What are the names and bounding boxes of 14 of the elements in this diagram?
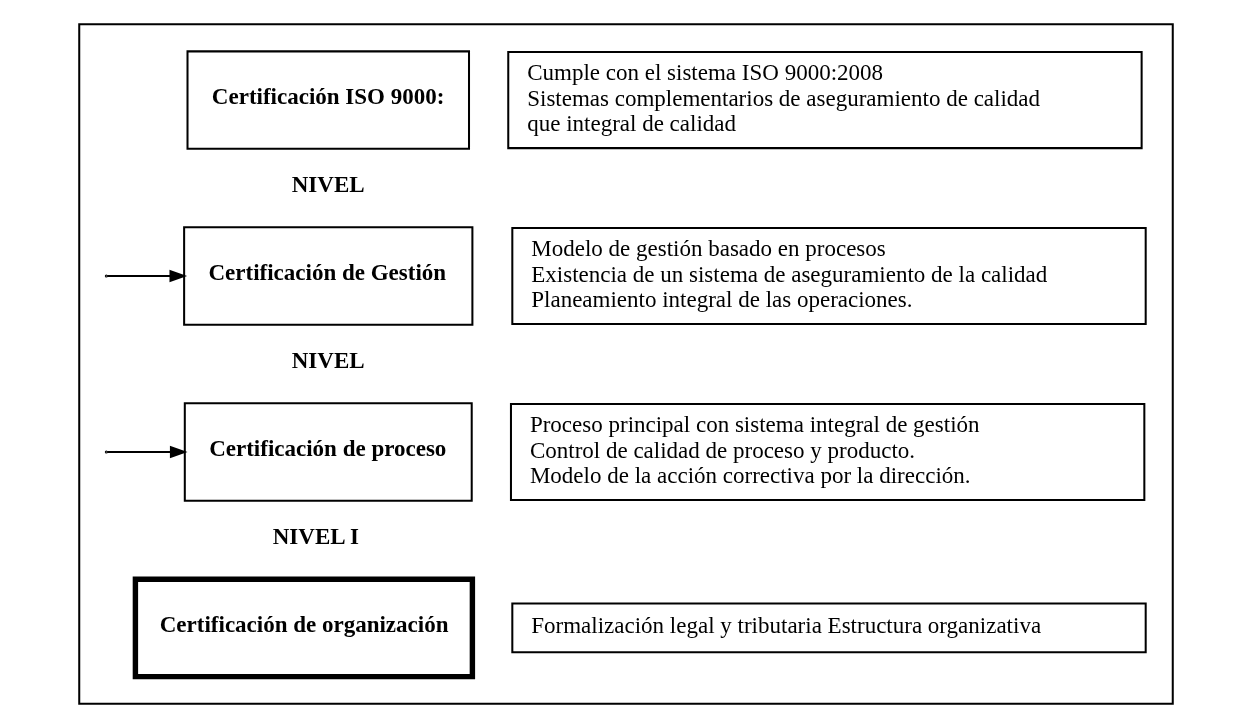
node-box: Certificación de organización: [132, 576, 475, 680]
node-box: Certificación de Gestión: [182, 226, 473, 326]
node-box: Certificación ISO 9000:: [186, 50, 470, 150]
node-box: Formalización legal y tributaria Estructura organizativa: [510, 602, 1147, 654]
node-box: Certificación de proceso: [183, 402, 473, 502]
label: NIVEL: [291, 172, 365, 198]
arrow: [106, 445, 188, 459]
node-box: Modelo de gestión basado en procesos Existencia de un sistema de aseguramiento de la calidad Planeamiento integral de las operaciones.: [510, 226, 1147, 326]
arrow: [106, 269, 187, 283]
node-box: Proceso principal con sistema integral de gestión Control de calidad de proceso y producto. Modelo de la acción correctiva por la dirección.: [509, 402, 1145, 502]
label: NIVEL I: [272, 524, 359, 550]
cluster: [77, 23, 1174, 705]
node-box: Cumple con el sistema ISO 9000:2008 Sistemas complementarios de aseguramiento de calidad que integral de calidad: [506, 51, 1143, 150]
label: NIVEL: [291, 348, 365, 374]
